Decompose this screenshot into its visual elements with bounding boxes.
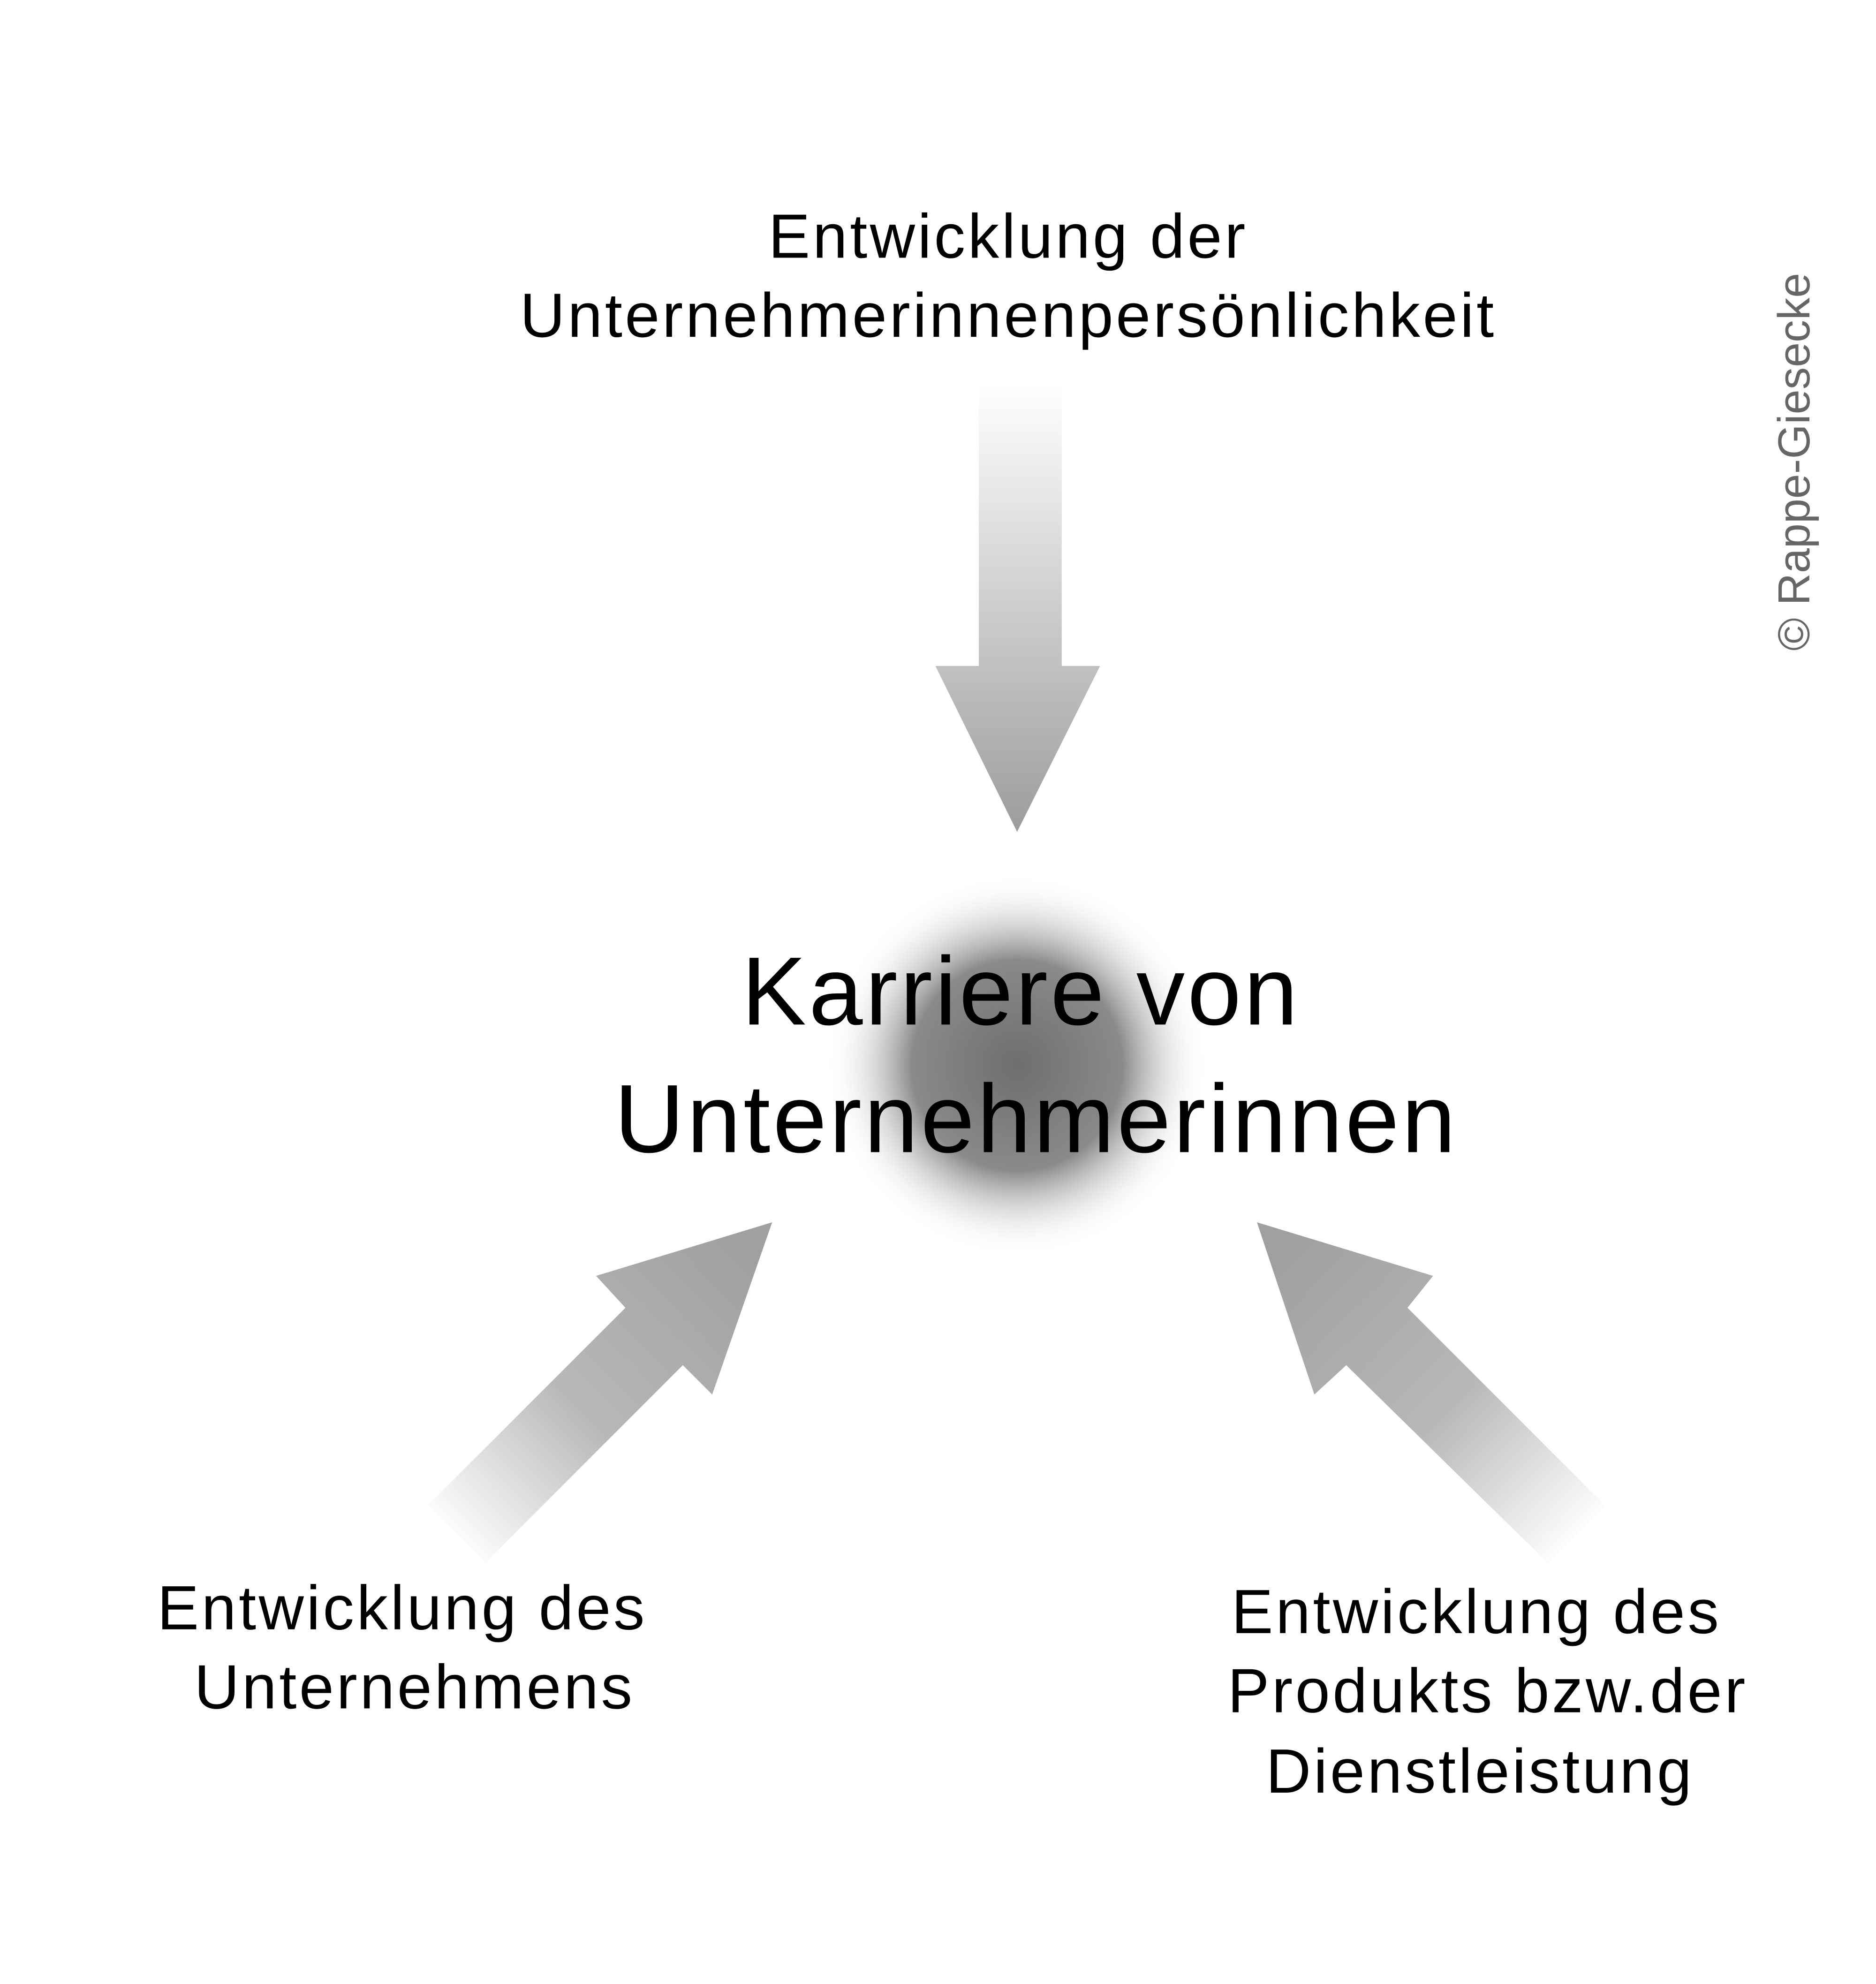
copyright-notice: © Rappe-Giesecke [1770, 273, 1819, 651]
bottom-right-label-line1: Entwicklung des [1232, 1577, 1722, 1647]
top-label-line2: Unternehmerinnenpersönlichkeit [520, 280, 1497, 350]
center-glow [825, 874, 1209, 1257]
center-label-line2: Unternehmerinnen [614, 1064, 1458, 1173]
bottom-right-label-line2: Produkts bzw.der [1227, 1656, 1747, 1726]
center-label-line1: Karriere von [741, 937, 1300, 1045]
top-label-line1: Entwicklung der [768, 201, 1248, 271]
bottom-right-label-line3: Dienstleistung [1266, 1736, 1694, 1806]
bottom-left-label-line1: Entwicklung des [157, 1573, 647, 1643]
bottom-left-label-line2: Unternehmens [194, 1652, 635, 1722]
arrow-top [935, 383, 1100, 832]
arrow-bottom-right [1257, 1222, 1605, 1563]
arrow-bottom-left [427, 1222, 772, 1563]
